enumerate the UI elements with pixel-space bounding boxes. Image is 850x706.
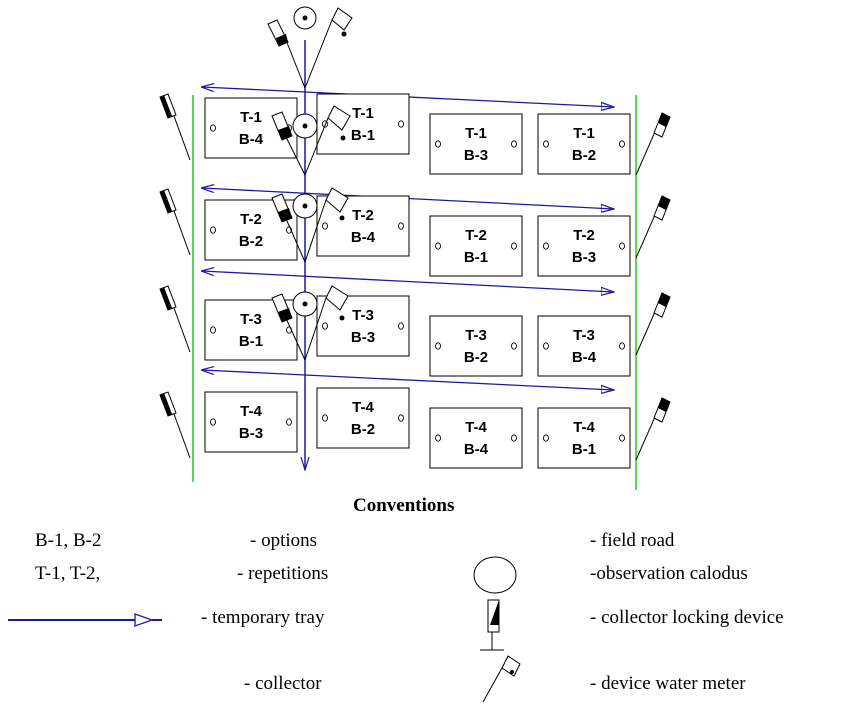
collector-locking-device-icon [159, 391, 191, 459]
plot-box: T-3B-4 [537, 315, 631, 377]
legend-observation-desc: -observation calodus [590, 563, 748, 584]
plot-box: T-4B-1 [537, 407, 631, 469]
observation-well-icon [292, 113, 318, 139]
plot-box: T-2B-1 [429, 215, 523, 277]
legend-options-desc: - options [250, 530, 318, 551]
plot-option-label: B-1 [464, 249, 488, 266]
plot-repetition-label: T-4 [240, 403, 262, 420]
observation-well-icon [293, 6, 317, 30]
plot-box: T-1B-2 [537, 113, 631, 175]
plot-option-label: B-3 [572, 249, 596, 266]
temporary-tray-arrow-icon [8, 613, 162, 627]
plot-repetition-label: T-4 [352, 399, 374, 416]
plot-box: T-1B-1 [316, 93, 410, 155]
plot-option-label: B-4 [239, 131, 264, 148]
plot-option-label: B-4 [351, 229, 376, 246]
plot-repetition-label: T-1 [465, 125, 487, 142]
observation-well-icon [292, 291, 318, 317]
plot-repetition-label: T-3 [352, 307, 374, 324]
plot-box: T-1B-3 [429, 113, 523, 175]
plot-box: T-1B-4 [204, 97, 298, 159]
water-meter-device-icon [331, 7, 353, 31]
legend-title: Conventions [353, 495, 455, 516]
plot-box: T-2B-3 [537, 215, 631, 277]
collector-locking-device-icon [635, 112, 671, 176]
legend-water-meter-desc: - device water meter [590, 673, 746, 694]
collector-locking-device-icon [635, 195, 671, 259]
plot-box: T-2B-2 [204, 199, 298, 261]
plot-repetition-label: T-3 [573, 327, 595, 344]
legend-graphics [8, 556, 521, 703]
plot-option-label: B-4 [572, 349, 597, 366]
plot-option-label: B-2 [464, 349, 488, 366]
legend-collector-desc: - collector [244, 673, 322, 694]
plot-repetition-label: T-2 [240, 211, 262, 228]
collector-locking-device-icon [635, 397, 671, 461]
plot-option-label: B-3 [464, 147, 488, 164]
plot-repetition-label: T-4 [465, 419, 487, 436]
legend-options-code: B-1, B-2 [35, 530, 102, 551]
plot-repetition-label: T-3 [240, 311, 262, 328]
plot-option-label: B-2 [572, 147, 596, 164]
plot-box: T-3B-2 [429, 315, 523, 377]
water-meter-device-icon [482, 655, 521, 703]
plot-option-label: B-2 [239, 233, 263, 250]
collector-locking-device-icon [480, 599, 504, 651]
plot-option-label: B-1 [239, 333, 263, 350]
plot-box: T-4B-4 [429, 407, 523, 469]
plot-repetition-label: T-2 [352, 207, 374, 224]
collector-locking-device-icon [635, 292, 671, 356]
plot-repetition-label: T-2 [465, 227, 487, 244]
plot-repetition-label: T-1 [573, 125, 595, 142]
plot-option-label: B-1 [572, 441, 596, 458]
locking-devices [159, 93, 671, 461]
collector-locking-device-icon [159, 93, 191, 161]
legend-temporary-tray-desc: - temporary tray [201, 607, 325, 628]
plot-option-label: B-1 [351, 127, 375, 144]
plot-option-label: B-4 [464, 441, 489, 458]
legend-repetitions-code: T-1, T-2, [35, 563, 101, 584]
plot-repetition-label: T-3 [465, 327, 487, 344]
plot-repetition-label: T-1 [352, 105, 374, 122]
plot-repetition-label: T-1 [240, 109, 262, 126]
legend-locking-desc: - collector locking device [590, 607, 784, 628]
plot-box: T-4B-3 [204, 391, 298, 453]
plot-box: T-4B-2 [316, 387, 410, 449]
collector-locking-device-icon [159, 188, 191, 256]
legend-field-road-desc: - field road [590, 530, 675, 551]
plot-box: T-2B-4 [316, 195, 410, 257]
plot-repetition-label: T-4 [573, 419, 595, 436]
temporary-tray-3 [202, 271, 614, 292]
legend-repetitions-desc: - repetitions [237, 563, 329, 584]
temporary-tray-4 [202, 370, 614, 390]
plot-repetition-label: T-2 [573, 227, 595, 244]
plot-option-label: B-3 [239, 425, 263, 442]
observation-well-icon [473, 556, 517, 594]
observation-well-icon [292, 193, 318, 219]
plot-box: T-3B-3 [316, 295, 410, 357]
plot-option-label: B-3 [351, 329, 375, 346]
collector-nodes [267, 6, 353, 361]
collector-locking-device-icon [159, 285, 191, 353]
plot-option-label: B-2 [351, 421, 375, 438]
